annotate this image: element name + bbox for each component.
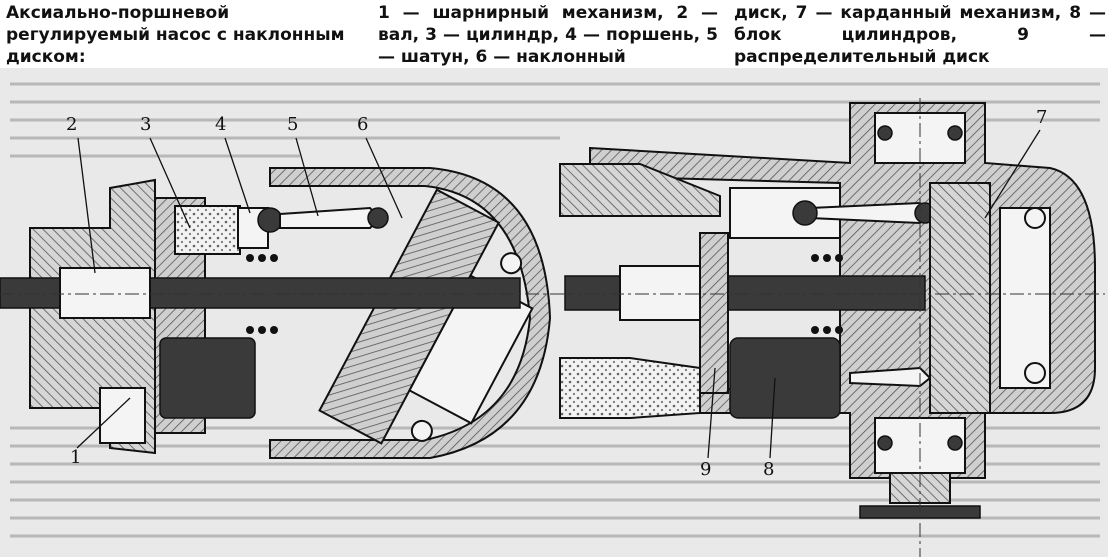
right-outlet-port: [559, 357, 701, 419]
cylinder-3-body: [174, 205, 241, 255]
pump-cross-section-drawing: 2 3 4 5 6 7 1 9 8: [0, 82, 1105, 557]
label-8-cylinder-block: 8: [763, 459, 774, 480]
label-2-shaft: 2: [66, 114, 77, 135]
cardan-mechanism-7: [929, 182, 991, 414]
hinge-mechanism-1: [99, 387, 146, 444]
caption-legend-part-2: диск, 7 — карданный механизм, 8 — блок ц…: [734, 3, 1106, 67]
right-rod-ball-top: [792, 200, 818, 226]
label-1-hinge-mechanism: 1: [70, 447, 81, 468]
swash-bearing-ball-bottom: [410, 419, 433, 442]
label-6-swash-plate: 6: [357, 114, 368, 135]
cardan-ball-bottom: [1024, 362, 1046, 384]
swash-plate-6-group: [318, 188, 534, 445]
distribution-disk-9: [699, 232, 729, 394]
figure-caption: Аксиально-поршневой регулируемый насос с…: [0, 0, 1108, 68]
piston-ball-joint: [257, 207, 283, 233]
cardan-bearing-right: [999, 207, 1051, 389]
rod-ball-joint: [367, 207, 389, 229]
bottom-bearing-ball-right: [947, 435, 963, 451]
cardan-ball-top: [1024, 207, 1046, 229]
top-bearing-ball-right: [947, 125, 963, 141]
left-housing-dome: [269, 167, 552, 459]
top-bearing-ball-left: [877, 125, 893, 141]
caption-title: Аксиально-поршневой регулируемый насос с…: [6, 3, 345, 67]
label-4-piston: 4: [215, 114, 226, 135]
shaft-sleeve: [59, 267, 151, 319]
leader-lines: [76, 129, 1041, 459]
cylinder-block-lower: [159, 337, 256, 419]
label-5-connecting-rod: 5: [287, 114, 298, 135]
piston-4: [237, 207, 269, 249]
label-7-cardan-mechanism: 7: [1036, 107, 1047, 128]
caption-legend-part-1: 1 — шарнирный механизм, 2 — вал, 3 — цил…: [378, 3, 718, 67]
right-inlet-nozzle: [559, 163, 721, 217]
left-pump-section: [0, 167, 560, 459]
cylinder-block-8: [729, 337, 841, 419]
bottom-bearing-ball-left: [877, 435, 893, 451]
right-spring-coil: [811, 254, 843, 334]
swash-bearing-ball-top: [500, 252, 523, 275]
right-pump-section: [559, 98, 1105, 557]
connecting-rod-5: [279, 206, 382, 229]
right-piston-rod-bottom: [849, 366, 932, 388]
label-9-distribution-disk: 9: [700, 459, 711, 480]
label-3-cylinder: 3: [140, 114, 151, 135]
left-spring-coil: [246, 254, 278, 334]
